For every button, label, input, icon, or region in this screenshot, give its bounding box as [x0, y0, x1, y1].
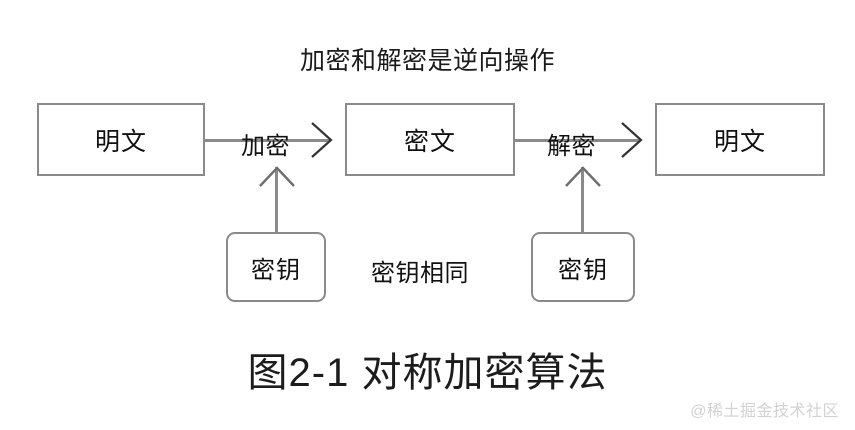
connector-line-key-left: [275, 167, 278, 233]
edge-label-encrypt: 加密: [241, 133, 290, 160]
arrow-up-icon-key-right: [563, 166, 603, 188]
node-label-key-left: 密钥: [251, 256, 301, 284]
node-box-plaintext-2: 明文: [655, 103, 825, 176]
arrow-up-icon-key-left: [257, 166, 297, 188]
node-box-key-right: 密钥: [531, 232, 635, 302]
diagram-title: 加密和解密是逆向操作: [299, 47, 555, 75]
watermark: @稀土掘金技术社区: [690, 403, 839, 420]
annotation-same-key: 密钥相同: [371, 260, 469, 287]
node-label-plaintext-2: 明文: [713, 127, 766, 156]
connector-line-key-right: [581, 167, 584, 233]
arrow-right-icon-encrypt: [310, 120, 334, 160]
node-box-plaintext-1: 明文: [37, 103, 205, 176]
node-box-ciphertext: 密文: [345, 103, 515, 176]
node-box-key-left: 密钥: [226, 232, 326, 302]
node-label-plaintext-1: 明文: [94, 127, 147, 156]
connector-line-encrypt: [205, 139, 329, 142]
edge-label-decrypt: 解密: [547, 133, 596, 160]
connector-line-decrypt: [515, 139, 639, 142]
node-label-key-right: 密钥: [558, 256, 608, 284]
figure-caption: 图2-1 对称加密算法: [247, 351, 608, 395]
arrow-right-icon-decrypt: [620, 120, 644, 160]
node-label-ciphertext: 密文: [403, 127, 456, 156]
